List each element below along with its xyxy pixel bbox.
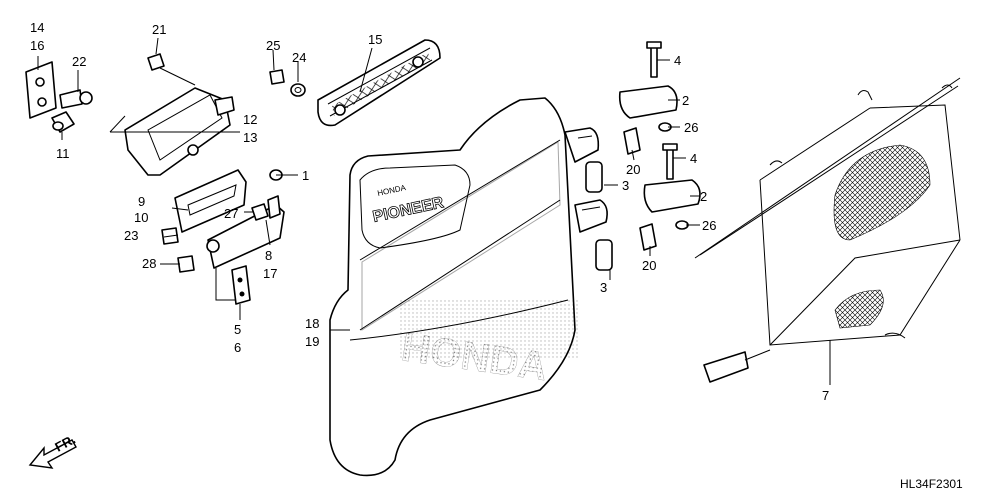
callout-4a: 4 [674,53,681,68]
callout-labels: 14 16 22 11 21 12 13 25 24 15 1 9 10 23 … [30,20,829,403]
callout-11: 17 [263,266,277,281]
callout-6: 6 [234,340,241,355]
callout-22: 22 [72,54,86,69]
fasteners [147,41,701,273]
callout-20a: 20 [626,162,640,177]
callout-3a: 3 [622,178,629,193]
door-panel: HONDA PIONEER HONDA [329,97,608,477]
callout-3b: 3 [600,280,607,295]
callout-7: 11 [56,146,70,161]
callout-5: 5 [234,322,241,337]
callout-20b: 20 [642,258,656,273]
callout-10: 10 [134,210,148,225]
grommet-7 [51,111,75,133]
callout-18: 15 [368,32,382,47]
callout-24: 24 [292,50,306,65]
callout-26a: 26 [684,120,698,135]
callout-1: 1 [302,168,309,183]
callout-16: 19 [305,334,319,349]
callout-8: 8 [265,248,272,263]
callout-23: 23 [124,228,138,243]
leader-lines [37,37,831,385]
callout-19: 16 [30,38,44,53]
diagram-code: HL34F2301 [900,477,963,491]
callout-17: 14 [30,20,44,35]
grab-plate [317,39,441,127]
callout-14: 7 [822,388,829,403]
cargo-net [694,77,961,383]
callout-27: 27 [224,206,238,221]
callout-2b: 2 [700,189,707,204]
bolt-22 [59,89,93,109]
handle-9 [174,169,247,233]
callout-12: 12 [243,112,257,127]
callout-4b: 4 [690,151,697,166]
callout-13: 13 [243,130,257,145]
callout-15: 18 [305,316,319,331]
callout-28: 28 [142,256,156,271]
latch-5 [231,265,251,305]
hinge-plate-17 [25,61,57,119]
callout-9: 9 [138,194,145,209]
front-direction-arrow: FR. [28,432,78,469]
callout-26b: 26 [702,218,716,233]
callout-2a: 2 [682,93,689,108]
callout-21: 21 [152,22,166,37]
callout-25: 25 [266,38,280,53]
